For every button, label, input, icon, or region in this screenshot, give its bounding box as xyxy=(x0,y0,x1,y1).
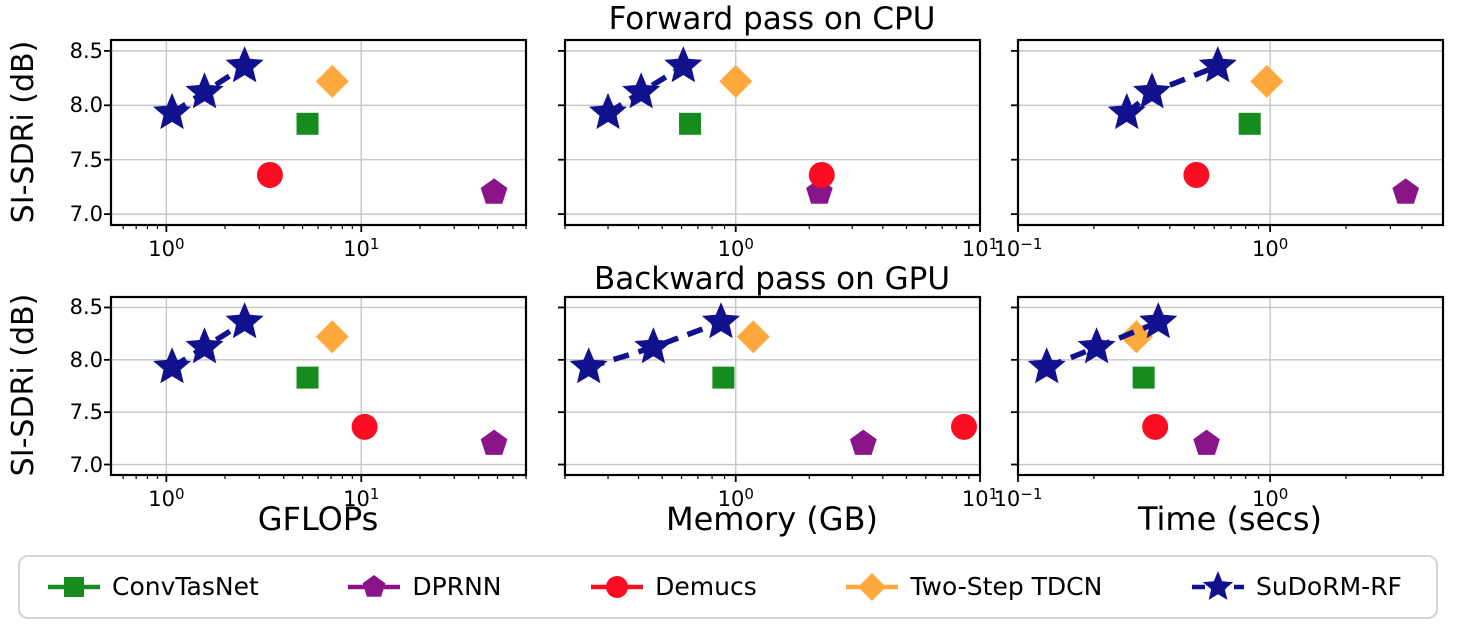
marker-SuDoRM-RF xyxy=(185,72,224,109)
marker-ConvTasNet xyxy=(712,366,735,389)
marker-SuDoRM-RF xyxy=(153,347,192,384)
marker-SuDoRM-RF xyxy=(1027,347,1066,384)
y-axis-label-bottom: SI-SDRi (dB) xyxy=(6,293,41,477)
marker-DPRNN xyxy=(480,178,508,204)
x-tick-label-10^1: 101 xyxy=(343,235,380,261)
y-tick-label-8.5: 8.5 xyxy=(69,38,103,63)
x-tick-label-10^1: 101 xyxy=(961,235,999,261)
legend-star-icon xyxy=(1191,571,1244,600)
legend-item-DPRNN: DPRNN xyxy=(346,569,502,605)
marker-SuDoRM-RF xyxy=(225,46,264,83)
subplot-0 xyxy=(104,38,528,232)
legend-label: ConvTasNet xyxy=(112,572,259,601)
x-axis-label-time: Time (secs) xyxy=(1137,500,1323,538)
y-tick-label-7.0: 7.0 xyxy=(69,452,103,477)
legend: ConvTasNet DPRNN Demucs Two-Step TDCN SuDoRM… xyxy=(18,555,1438,619)
x-tick-label-10^1: 101 xyxy=(961,485,999,511)
legend-diamond-icon xyxy=(846,573,899,601)
x-tick-label-10^0: 100 xyxy=(1251,485,1289,511)
marker-DPRNN xyxy=(1193,429,1220,455)
legend-marker-Demucs xyxy=(606,576,629,598)
legend-item-ConvTasNet: ConvTasNet xyxy=(46,569,259,605)
x-tick-label-10^0: 100 xyxy=(148,485,185,511)
marker-SuDoRM-RF xyxy=(153,92,192,130)
marker-SuDoRM-RF xyxy=(185,327,224,364)
marker-SuDoRM-RF xyxy=(622,72,661,109)
marker-ConvTasNet xyxy=(679,112,702,135)
legend-square-icon xyxy=(48,577,100,597)
marker-SuDoRM-RF xyxy=(1107,92,1146,130)
marker-Demucs xyxy=(808,161,835,188)
marker-SuDoRM-RF xyxy=(1077,327,1116,364)
subplot-5 xyxy=(1011,295,1445,482)
legend-marker-Two-Step TDCN xyxy=(858,573,887,601)
marker-ConvTasNet xyxy=(296,366,319,389)
x-tick-label-10^1: 101 xyxy=(343,485,380,511)
marker-SuDoRM-RF xyxy=(569,347,608,384)
marker-DPRNN xyxy=(850,429,877,455)
legend-label: SuDoRM-RF xyxy=(1255,572,1402,601)
marker-SuDoRM-RF xyxy=(664,46,703,83)
y-tick-label-8.5: 8.5 xyxy=(69,295,103,320)
title-forward-pass-cpu: Forward pass on CPU xyxy=(608,1,936,37)
marker-Demucs xyxy=(1142,413,1169,440)
legend-pentagon-icon xyxy=(348,575,401,597)
title-backward-pass-gpu: Backward pass on GPU xyxy=(593,261,951,297)
y-tick-label-7.5: 7.5 xyxy=(69,400,103,425)
x-tick-label-10^−1: 10−1 xyxy=(993,485,1043,511)
x-tick-label-10^0: 100 xyxy=(717,235,754,261)
legend-marker-ConvTasNet xyxy=(64,577,84,597)
marker-Two-Step TDCN xyxy=(315,320,349,354)
y-tick-label-7.5: 7.5 xyxy=(69,147,103,172)
x-tick-label-10^0: 100 xyxy=(717,485,754,511)
axes-spines xyxy=(563,38,982,227)
axes-spines xyxy=(1016,295,1445,477)
y-tick-label-8.0: 8.0 xyxy=(69,93,103,118)
marker-ConvTasNet xyxy=(296,112,319,135)
legend-item-Demucs: Demucs xyxy=(589,569,757,605)
subplot-3 xyxy=(104,295,528,482)
marker-SuDoRM-RF xyxy=(1198,46,1237,83)
legend-item-Two-Step TDCN: Two-Step TDCN xyxy=(844,569,1102,605)
marker-ConvTasNet xyxy=(1238,112,1261,135)
marker-SuDoRM-RF xyxy=(1133,72,1171,109)
marker-Demucs xyxy=(951,413,978,440)
x-tick-label-10^−1: 10−1 xyxy=(993,235,1043,261)
marker-Two-Step TDCN xyxy=(719,64,753,98)
legend-marker-DPRNN xyxy=(363,575,386,597)
legend-marker-SuDoRM-RF xyxy=(1202,571,1234,600)
marker-Demucs xyxy=(256,161,283,188)
legend-label: Two-Step TDCN xyxy=(910,572,1103,601)
axes-spines xyxy=(563,295,982,477)
y-tick-label-8.0: 8.0 xyxy=(69,347,103,372)
marker-SuDoRM-RF xyxy=(589,92,627,130)
x-tick-label-10^0: 100 xyxy=(1251,235,1289,261)
marker-Two-Step TDCN xyxy=(315,64,349,98)
subplot-2 xyxy=(1011,38,1445,232)
marker-Two-Step TDCN xyxy=(1250,64,1284,98)
x-tick-label-10^0: 100 xyxy=(148,235,185,261)
marker-SuDoRM-RF xyxy=(701,302,740,339)
marker-DPRNN xyxy=(480,429,508,455)
legend-circle-icon xyxy=(591,576,644,598)
marker-SuDoRM-RF xyxy=(634,327,673,364)
x-axis-label-memory: Memory (GB) xyxy=(665,500,879,538)
axes-spines xyxy=(1016,38,1445,227)
marker-ConvTasNet xyxy=(1132,366,1155,389)
x-axis-label-gflops: GFLOPs xyxy=(257,500,379,538)
marker-SuDoRM-RF xyxy=(1139,302,1178,339)
marker-SuDoRM-RF xyxy=(225,302,264,339)
marker-Demucs xyxy=(351,413,378,440)
subplot-4 xyxy=(558,295,982,482)
subplot-1 xyxy=(558,38,982,232)
legend-label: Demucs xyxy=(655,572,757,601)
marker-Two-Step TDCN xyxy=(736,320,770,354)
marker-DPRNN xyxy=(1392,178,1419,204)
legend-item-SuDoRM-RF: SuDoRM-RF xyxy=(1190,569,1402,605)
y-tick-label-7.0: 7.0 xyxy=(69,202,103,227)
legend-label: DPRNN xyxy=(412,572,502,601)
marker-Demucs xyxy=(1183,161,1210,188)
